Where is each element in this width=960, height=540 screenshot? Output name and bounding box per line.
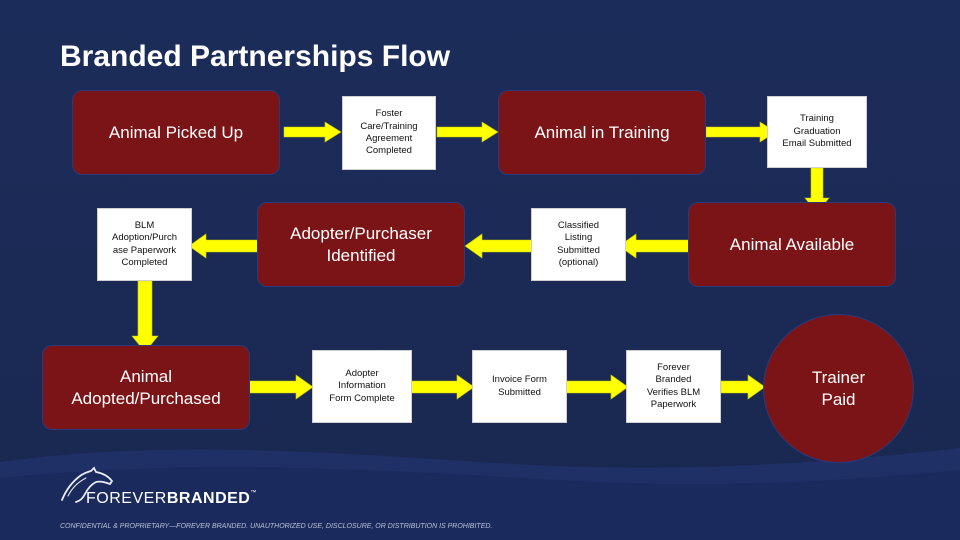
doc-invoice-form: Invoice Form Submitted — [472, 350, 567, 423]
arrow-right — [248, 374, 314, 400]
stage-animal-adopted: Animal Adopted/Purchased — [42, 345, 250, 430]
arrow-left — [464, 233, 533, 259]
stage-animal-picked-up: Animal Picked Up — [72, 90, 280, 175]
doc-verifies-blm: Forever Branded Verifies BLM Paperwork — [626, 350, 721, 423]
arrow-right — [436, 121, 499, 143]
stage-animal-available: Animal Available — [688, 202, 896, 287]
stage-animal-in-training: Animal in Training — [498, 90, 706, 175]
arrow-left — [188, 233, 259, 259]
confidential-notice: CONFIDENTIAL & PROPRIETARY—FOREVER BRAND… — [60, 523, 493, 530]
logo-trademark: ™ — [250, 490, 257, 496]
forever-branded-logo: FOREVERBRANDED™ — [86, 490, 257, 508]
doc-adopter-info-form: Adopter Information Form Complete — [312, 350, 412, 423]
arrow-left — [618, 233, 690, 259]
arrow-right — [565, 374, 629, 400]
logo-text-bold: BRANDED — [166, 490, 251, 507]
page-title: Branded Partnerships Flow — [60, 40, 451, 73]
arrow-right — [705, 121, 777, 143]
stage-trainer-paid: Trainer Paid — [763, 314, 914, 463]
doc-classified-listing: Classified Listing Submitted (optional) — [531, 208, 626, 281]
doc-blm-paperwork: BLM Adoption/Purch ase Paperwork Complet… — [97, 208, 192, 281]
stage-adopter-identified: Adopter/Purchaser Identified — [257, 202, 465, 287]
doc-training-graduation: Training Graduation Email Submitted — [767, 96, 867, 168]
arrow-right — [283, 121, 342, 143]
doc-foster-agreement: Foster Care/Training Agreement Completed — [342, 96, 436, 170]
arrow-right — [720, 374, 766, 400]
logo-text-regular: FOREVER — [86, 490, 167, 507]
arrow-right — [410, 374, 475, 400]
arrow-down — [131, 280, 159, 353]
horse-head-icon — [61, 466, 114, 503]
